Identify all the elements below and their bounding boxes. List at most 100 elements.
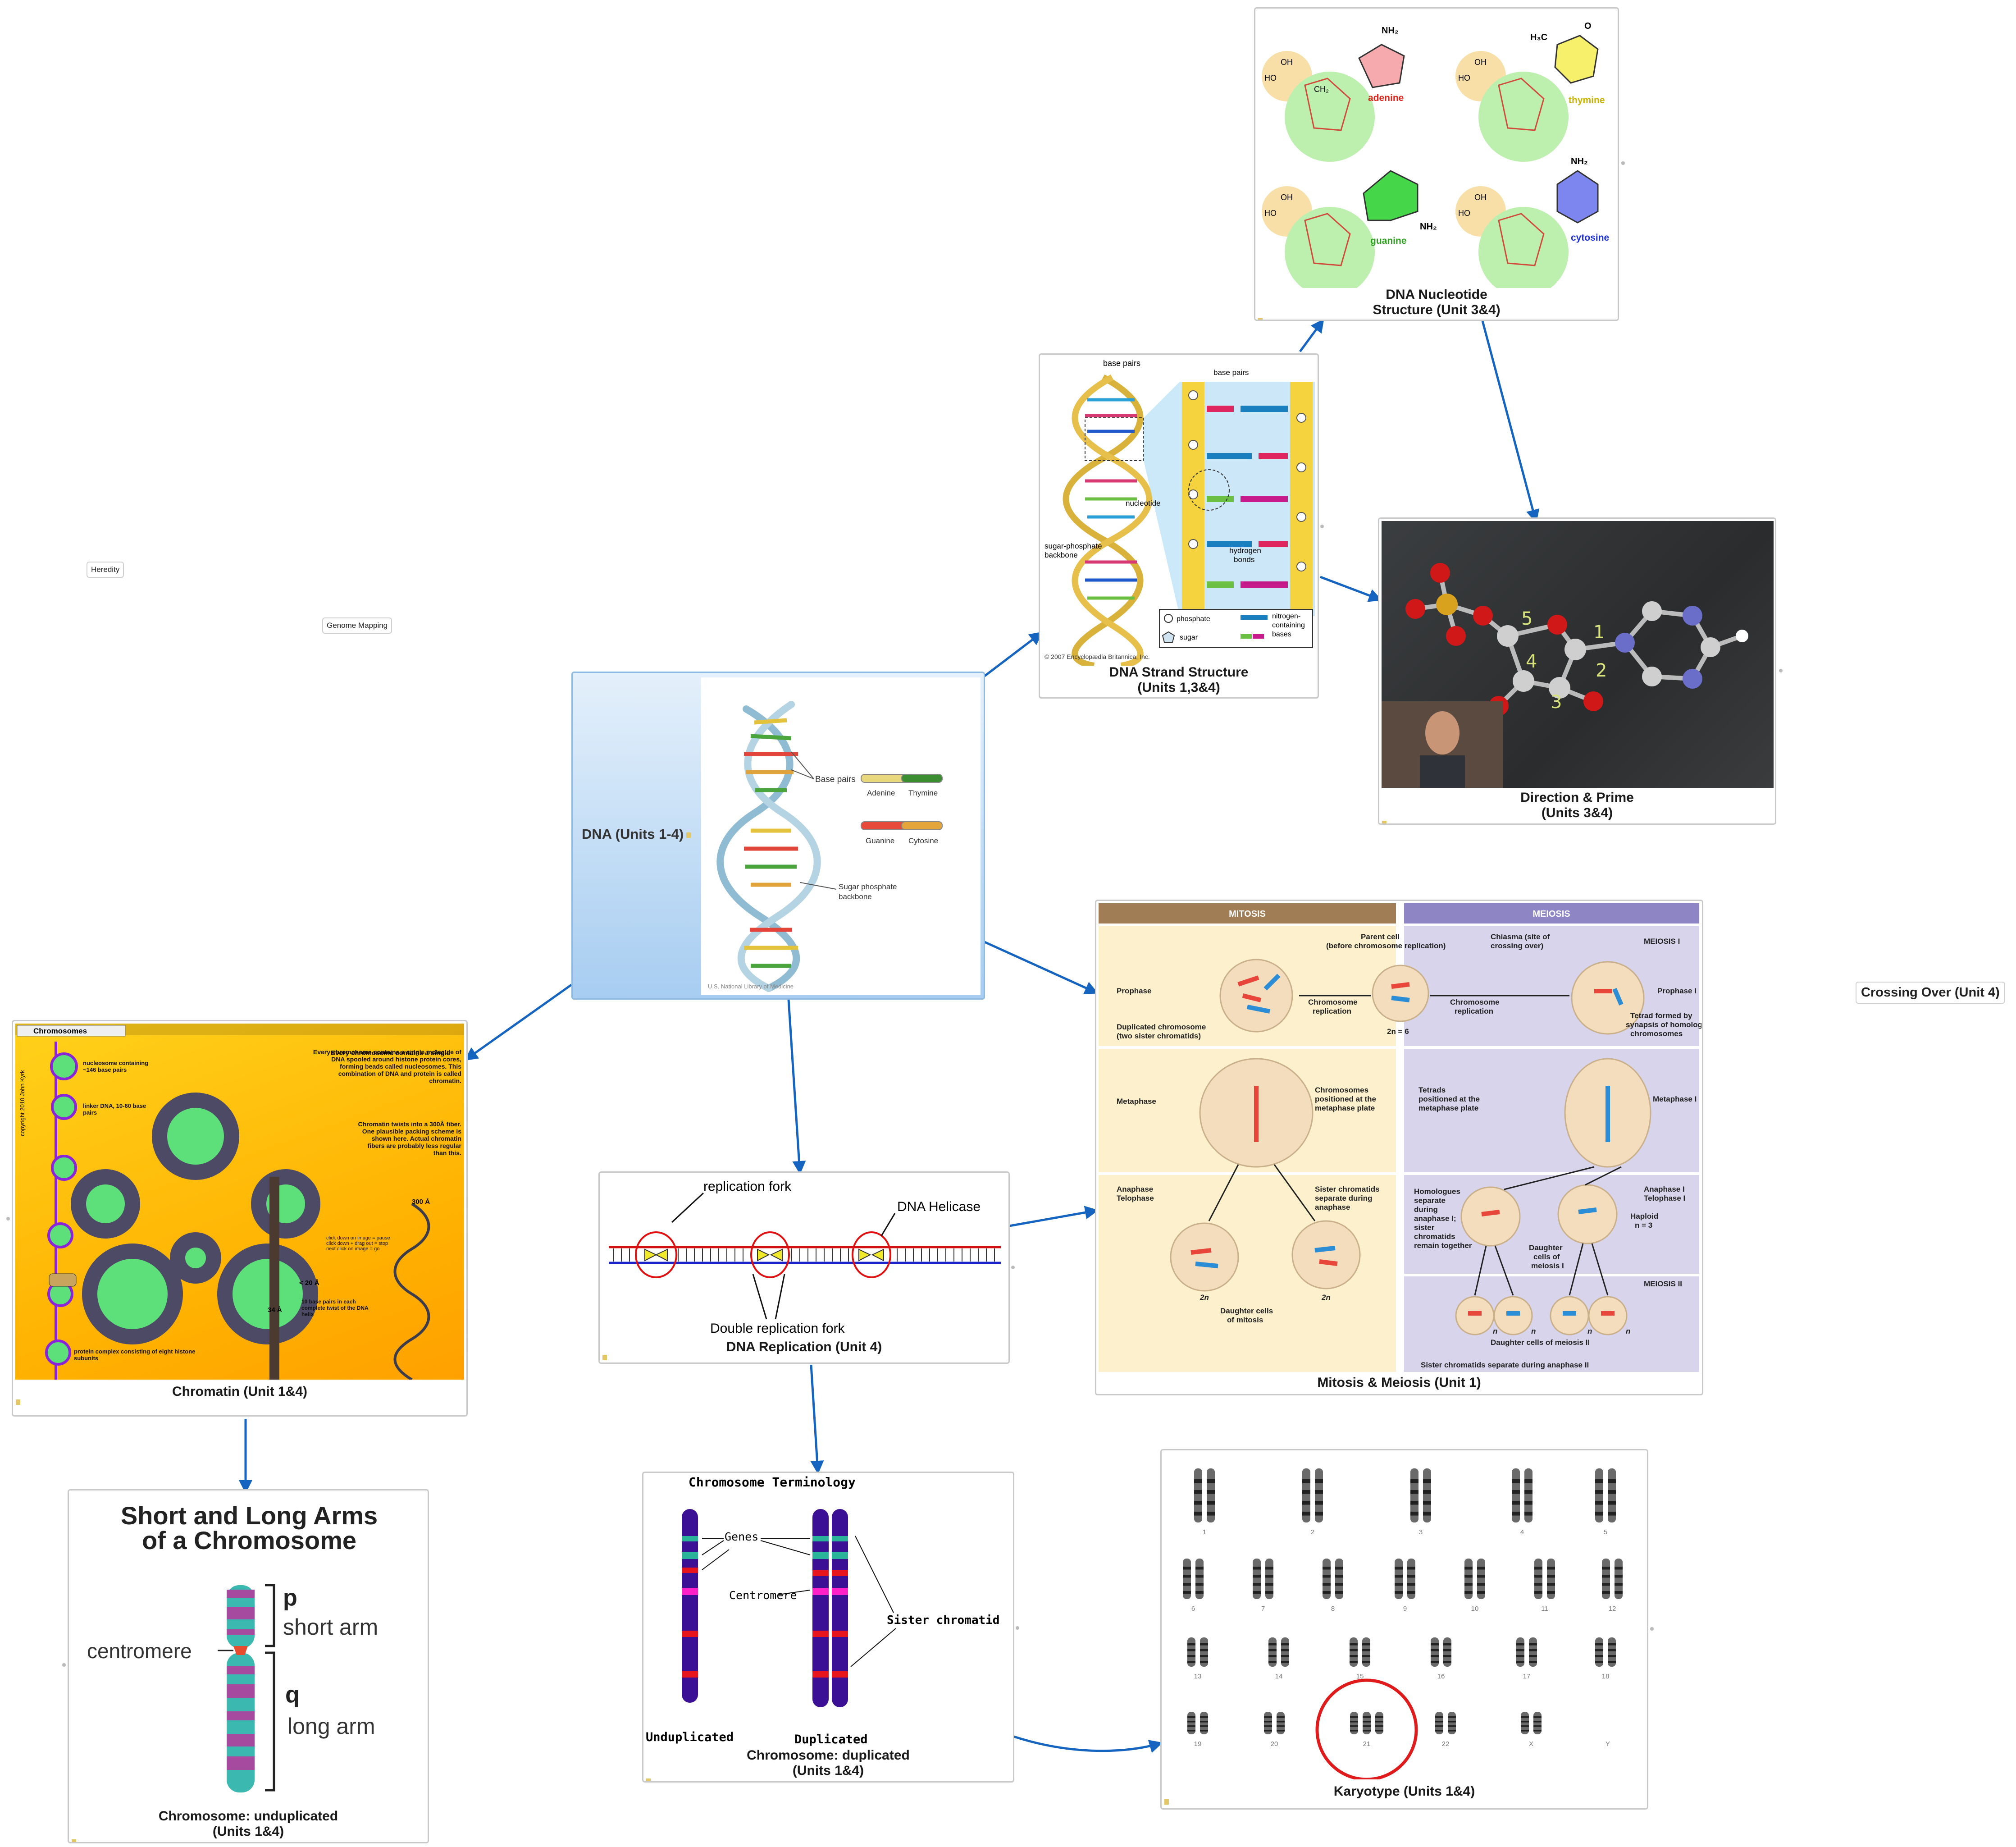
crossing-over-topic[interactable]: Crossing Over (Unit 4) [1856, 982, 2005, 1004]
terminology-node[interactable]: Chromosome Terminology Genes Centromere … [642, 1472, 1014, 1783]
chromosome-band [1268, 1649, 1277, 1651]
chromosome-band [1335, 1591, 1343, 1594]
prophase-label: Prophase [1117, 987, 1151, 995]
linker-label: linker DNA, 10-60 base pairs [83, 1102, 146, 1116]
expand-dot[interactable] [1779, 669, 1783, 672]
chromosome-band [1281, 1661, 1289, 1663]
strand-base-pairs-right: base pairs [1213, 368, 1249, 377]
chrom-rep-right-2: replication [1455, 1007, 1493, 1015]
link-terminology-to-karyotype [1013, 1735, 1163, 1753]
chromosome-band [1602, 1575, 1610, 1578]
nucleotide-node[interactable]: OH HO CH₂ NH₂ adenine OH HO H₃C O thymin… [1254, 7, 1619, 321]
chromosome-band [1350, 1730, 1358, 1732]
chromosome-band [1547, 1583, 1555, 1586]
dna-central-node[interactable]: DNA (Units 1-4) [571, 672, 985, 1000]
karyotype-number-label: 5 [1604, 1528, 1607, 1536]
chromosome-band [1363, 1730, 1371, 1732]
expand-dot[interactable] [1621, 161, 1625, 165]
expand-dot[interactable] [1650, 1627, 1654, 1631]
chromosome-band [1534, 1591, 1542, 1594]
note-icon [72, 1839, 76, 1842]
genome-mapping-label[interactable]: Genome Mapping [322, 617, 392, 634]
meiosis-heading: MEIOSIS [1533, 909, 1570, 919]
link-dna-to-strand [984, 631, 1043, 677]
chromosome-band [1608, 1649, 1616, 1651]
chromosome-band [1615, 1583, 1623, 1586]
strand-node[interactable]: base pairs [1039, 353, 1319, 699]
chromosome-band [1464, 1567, 1473, 1570]
direction-node[interactable]: 5 4 3 2 1 Direction & Prime (Units 3&4) [1378, 517, 1776, 825]
expand-dot[interactable] [1016, 1626, 1019, 1630]
chromosome-band [1595, 1649, 1603, 1651]
daughter-mi-1: Daughter [1529, 1244, 1563, 1252]
strand-legend-bases-1: nitrogen- [1272, 613, 1300, 620]
tetrads-2: positioned at the [1418, 1095, 1480, 1103]
karyotype-number-label: 9 [1403, 1605, 1407, 1613]
chromosome-band [1200, 1725, 1208, 1727]
replication-fork-label: replication fork [703, 1179, 792, 1194]
expand-dot[interactable] [1320, 525, 1324, 528]
chromosome-band [1194, 1479, 1202, 1483]
homologues-5: sister [1414, 1223, 1435, 1232]
chromosome-band [1595, 1655, 1603, 1657]
karyotype-number-label: 17 [1523, 1673, 1531, 1680]
chromosome-band [1524, 1501, 1533, 1505]
parent-cell-2: (before chromosome replication) [1326, 942, 1446, 950]
metaphase-label: Metaphase [1117, 1097, 1156, 1106]
chromosome-band [1477, 1583, 1485, 1586]
chromosome-band [1533, 1730, 1542, 1732]
backbone-label-1: Sugar phosphate [839, 882, 897, 891]
chromosome-band [1448, 1721, 1456, 1723]
chromosome-band [1608, 1479, 1616, 1483]
chromosome-band [1187, 1725, 1195, 1727]
expand-dot[interactable] [1011, 1266, 1015, 1269]
strand-hydrogen-2: bonds [1234, 555, 1254, 564]
strand-legend-phosphate: phosphate [1177, 615, 1210, 623]
chromosome-band [1200, 1661, 1208, 1663]
chromosome-band [1277, 1730, 1285, 1732]
karyotype-number-label: 14 [1275, 1673, 1283, 1680]
chromatin-node[interactable]: Chromosomes copyright 2010 John Kyrk Eve… [12, 1020, 468, 1417]
replication-node[interactable]: replication fork DNA Helicase Double rep… [598, 1171, 1010, 1364]
chromosome-band [1195, 1583, 1204, 1586]
expand-dot[interactable] [62, 1663, 66, 1667]
tetrad-2: synapsis of homologous [1626, 1020, 1701, 1029]
mitosis-image: MITOSIS MEIOSIS [1099, 903, 1702, 1374]
karyotype-number-label: 3 [1419, 1528, 1423, 1536]
chromosome-band [1350, 1725, 1358, 1727]
karyotype-number-label: 10 [1471, 1605, 1479, 1613]
nucleotide-image: OH HO CH₂ NH₂ adenine OH HO H₃C O thymin… [1262, 21, 1609, 297]
arms-image: Short and Long Arms of a Chromosome cent… [87, 1501, 378, 1792]
chromosome-band [1512, 1512, 1520, 1516]
chromosome-band [1200, 1649, 1208, 1651]
strand-base-pairs-top: base pairs [1103, 359, 1140, 368]
duplicated-label: Duplicated [794, 1733, 868, 1746]
sister-2: separate during [1315, 1194, 1373, 1202]
prime-1-label: 1 [1593, 622, 1605, 643]
protein-label: protein complex consisting of eight hist… [74, 1348, 196, 1362]
chromosome-band [1512, 1490, 1520, 1494]
tetrad-3: chromosomes [1630, 1029, 1683, 1038]
positioned-3: metaphase plate [1315, 1104, 1375, 1112]
heredity-label[interactable]: Heredity [87, 562, 124, 578]
arms-node[interactable]: Short and Long Arms of a Chromosome cent… [68, 1489, 429, 1843]
chromatin-menu[interactable]: Chromosomes [33, 1027, 87, 1035]
karyotype-number-label: 12 [1609, 1605, 1616, 1613]
arms-p-label: p [283, 1585, 297, 1611]
chromosome-band [1521, 1725, 1529, 1727]
mitosis-node[interactable]: MITOSIS MEIOSIS [1095, 900, 1703, 1395]
expand-dot[interactable] [6, 1217, 10, 1221]
chromosome-band [1533, 1721, 1542, 1723]
chromosome-band [1362, 1643, 1370, 1646]
chromosome-band [1464, 1591, 1473, 1594]
chromosome-band [1407, 1583, 1415, 1586]
arms-title-2: of a Chromosome [142, 1526, 356, 1554]
chromosome-band [1277, 1721, 1285, 1723]
chromosome-band [1268, 1661, 1277, 1663]
chromosome-band [1207, 1501, 1215, 1505]
link-nucleotide-to-direction [1481, 320, 1540, 523]
chromosome-band [1602, 1567, 1610, 1570]
chromosome-band [1363, 1725, 1371, 1727]
